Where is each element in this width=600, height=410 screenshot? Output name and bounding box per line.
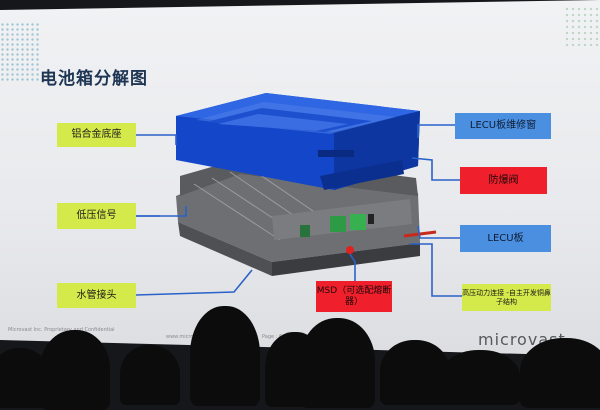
battery-module-graphic: [176, 156, 437, 276]
footer-confidential: Microvast Inc. Proprietary and Confident…: [8, 327, 115, 333]
label-low-voltage-signal: 低压信号: [57, 203, 136, 229]
label-explosion-proof-valve: 防爆阀: [460, 167, 547, 194]
label-lecu-board: LECU板: [460, 225, 551, 252]
label-lecu-service-window: LECU板维修窗: [455, 113, 551, 139]
footer-page-number: Page : 6: [262, 334, 283, 340]
label-water-pipe-connector: 水管接头: [57, 283, 136, 308]
label-hv-power-connection: 高压动力连接 -自主开发铜鼻子结构: [462, 284, 551, 311]
battery-exploded-diagram: [135, 93, 462, 297]
dot-pattern-decoration: [0, 22, 40, 82]
label-msd: MSD（可选配熔断器）: [316, 281, 392, 312]
connector-lines: [135, 124, 462, 297]
battery-lid-graphic: [176, 93, 420, 190]
label-aluminum-base: 铝合金底座: [57, 123, 136, 147]
slide-title: 电池箱分解图: [40, 69, 148, 89]
dot-pattern-decoration-right: [564, 6, 600, 46]
